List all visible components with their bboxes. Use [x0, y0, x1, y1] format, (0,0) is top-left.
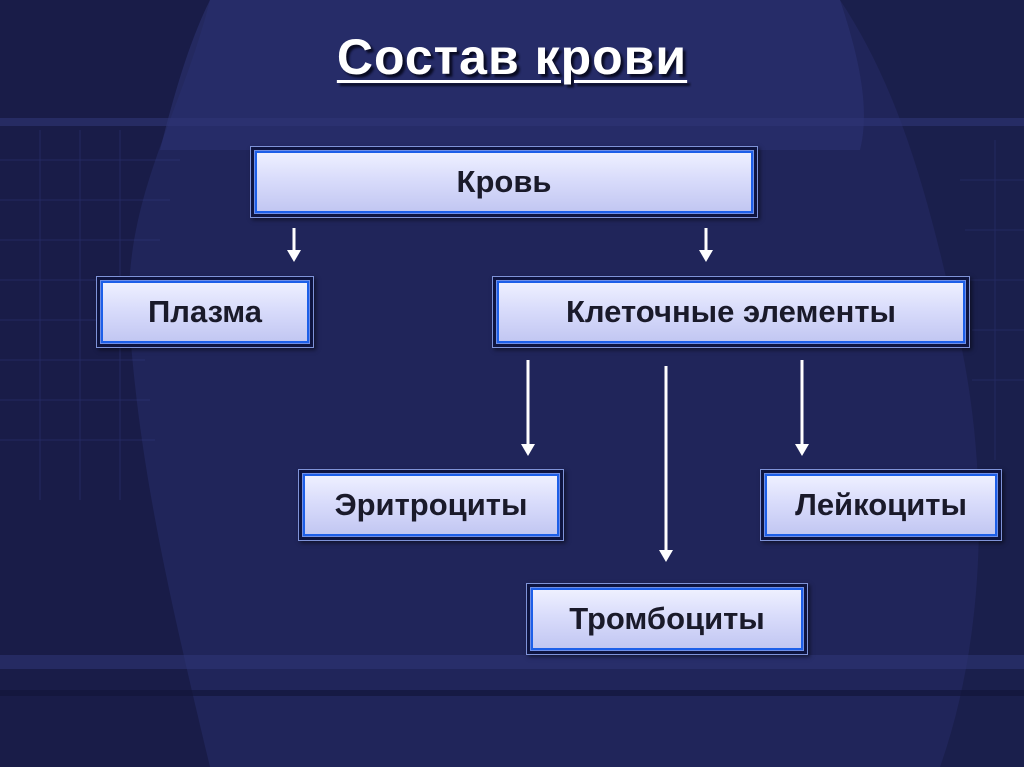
node-leukocytes: Лейкоциты — [760, 469, 1002, 541]
node-blood: Кровь — [250, 146, 758, 218]
node-erythrocytes: Эритроциты — [298, 469, 564, 541]
node-plasma-box: Плазма — [100, 280, 310, 344]
node-cells-box: Клеточные элементы — [496, 280, 966, 344]
node-platelets: Тромбоциты — [526, 583, 808, 655]
arrow-blood-to-plasma — [287, 228, 301, 262]
arrow-cells-to-leukocytes — [795, 360, 809, 456]
node-blood-label: Кровь — [456, 164, 552, 199]
node-erythrocytes-label: Эритроциты — [334, 487, 528, 522]
node-erythrocytes-box: Эритроциты — [302, 473, 560, 537]
node-plasma: Плазма — [96, 276, 314, 348]
node-leukocytes-box: Лейкоциты — [764, 473, 998, 537]
node-leukocytes-label: Лейкоциты — [795, 487, 967, 522]
node-cells-label: Клеточные элементы — [565, 294, 897, 329]
slide-title: Состав крови — [336, 29, 688, 85]
node-blood-box: Кровь — [254, 150, 754, 214]
arrow-head — [521, 444, 535, 456]
arrow-cells-to-erythrocytes — [521, 360, 535, 456]
arrow-blood-to-cells — [699, 228, 713, 262]
node-cells: Клеточные элементы — [492, 276, 970, 348]
arrow-head — [659, 550, 673, 562]
node-platelets-label: Тромбоциты — [569, 601, 765, 636]
node-platelets-box: Тромбоциты — [530, 587, 804, 651]
node-plasma-label: Плазма — [148, 294, 262, 329]
arrow-head — [795, 444, 809, 456]
arrow-head — [287, 250, 301, 262]
arrow-cells-to-platelets — [659, 366, 673, 562]
arrow-head — [699, 250, 713, 262]
